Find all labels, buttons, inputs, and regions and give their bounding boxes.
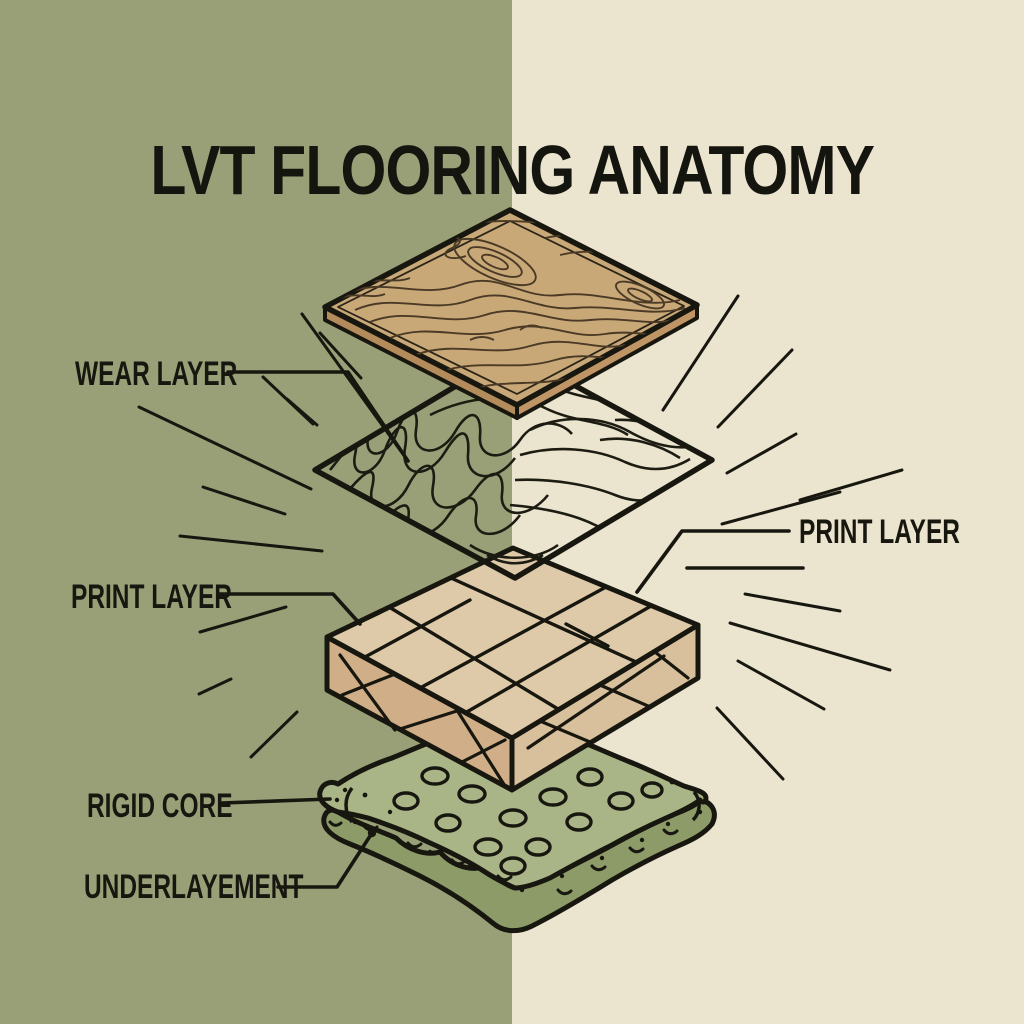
underlayment-speckles: [334, 779, 703, 893]
label-underlayment: UNDERLAYEMENT: [84, 868, 304, 906]
wood-top-inner-rim: [337, 220, 685, 395]
core-top-pattern: [363, 576, 653, 715]
label-print-layer-right: PRINT LAYER: [799, 513, 960, 551]
underlayment-illustration: [317, 715, 717, 934]
core-side-hatch: [338, 650, 690, 788]
wear-layer-illustration: [322, 207, 700, 420]
underlayment-leader-dot: [367, 828, 377, 838]
print-layer-left-leader: [216, 592, 362, 626]
underlayment-left-lobe-fold: [344, 786, 354, 824]
wood-top-face: [322, 207, 700, 408]
rigid-core-illustration: [324, 545, 701, 793]
label-print-layer-left: PRINT LAYER: [71, 578, 232, 616]
wear-layer-leader: [226, 370, 410, 463]
underlayment-leader: [276, 831, 374, 889]
label-wear-layer: WEAR LAYER: [75, 355, 238, 393]
page-title: LVT FLOORING ANATOMY: [150, 131, 875, 210]
underlayment-band-marks: [328, 820, 679, 896]
underlayment-top-face: [317, 715, 709, 891]
leader-lines: [216, 370, 805, 889]
underlayment-right-lobe-fold: [691, 790, 701, 822]
label-rigid-core: RIGID CORE: [87, 787, 233, 825]
print-layer-right-leader: [635, 529, 791, 594]
print-layer-outline: [312, 349, 715, 581]
underlayment-holes: [392, 766, 664, 876]
rigid-core-leader: [220, 797, 332, 805]
